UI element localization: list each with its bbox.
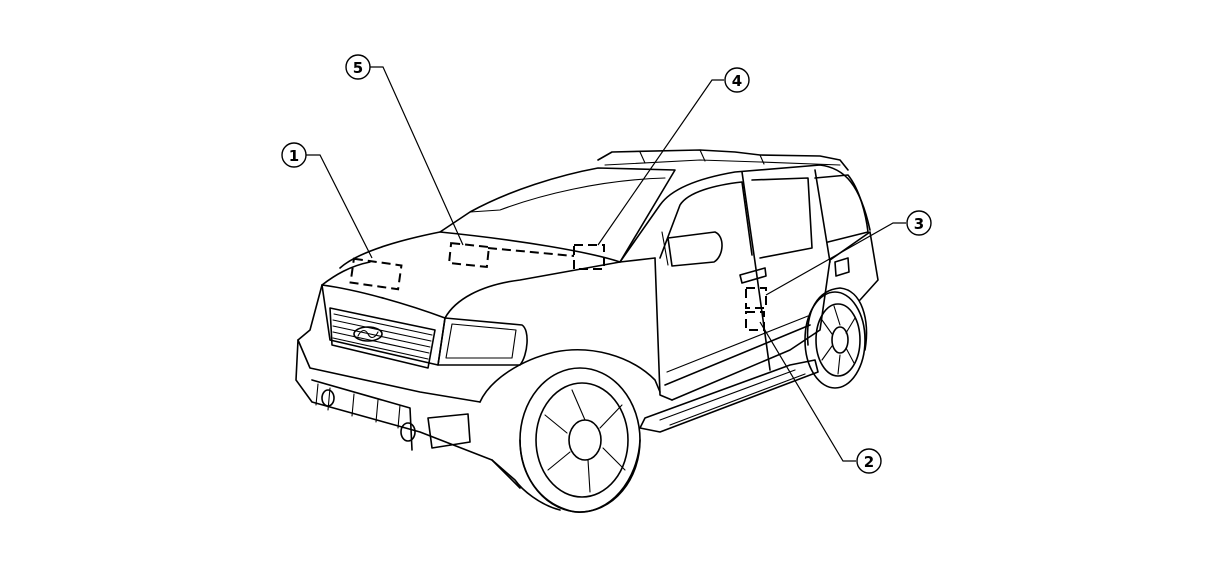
hood-and-windshield bbox=[321, 167, 676, 286]
callout-2-label: 2 bbox=[864, 453, 874, 471]
location-1-marker bbox=[349, 257, 403, 291]
leader-lines bbox=[306, 66, 906, 462]
component-locations bbox=[349, 241, 767, 331]
callout-3: 3 bbox=[906, 210, 932, 236]
callouts: 1 5 4 3 2 bbox=[281, 54, 932, 474]
vehicle-drawing bbox=[295, 149, 879, 513]
leader-2 bbox=[759, 321, 856, 462]
callout-1: 1 bbox=[281, 142, 307, 168]
callout-4: 4 bbox=[724, 67, 750, 93]
callout-3-label: 3 bbox=[914, 215, 924, 233]
callout-4-label: 4 bbox=[732, 72, 742, 90]
roof-rack bbox=[597, 149, 849, 171]
location-3-marker bbox=[745, 287, 767, 309]
front-fascia bbox=[295, 284, 528, 489]
callout-5-label: 5 bbox=[353, 59, 363, 77]
callout-5: 5 bbox=[345, 54, 371, 80]
callout-2: 2 bbox=[856, 448, 882, 474]
callout-1-label: 1 bbox=[289, 147, 299, 165]
front-wheel bbox=[519, 367, 641, 513]
leader-3 bbox=[765, 222, 906, 296]
location-link bbox=[487, 247, 575, 257]
leader-4 bbox=[597, 79, 724, 246]
location-2-marker bbox=[745, 311, 765, 331]
leader-5 bbox=[370, 66, 464, 246]
location-5-marker bbox=[447, 241, 491, 269]
leader-1 bbox=[306, 154, 373, 259]
side-mirror bbox=[661, 231, 723, 267]
doors-and-windows bbox=[619, 164, 879, 401]
front-fender bbox=[444, 257, 661, 511]
running-board bbox=[639, 359, 819, 433]
rear-wheel bbox=[804, 287, 868, 389]
location-4-marker bbox=[573, 244, 605, 270]
